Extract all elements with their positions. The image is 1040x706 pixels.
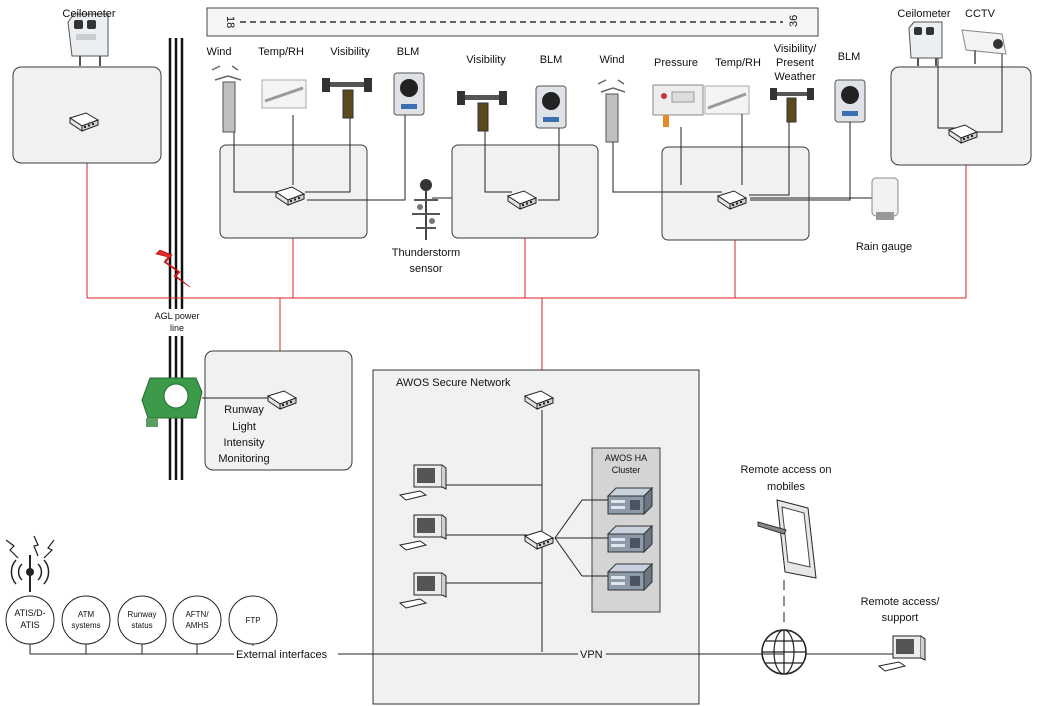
external-interfaces-label: External interfaces — [236, 649, 328, 661]
visibility-2-label: Visibility — [466, 54, 506, 66]
temp-rh-sensor-icon — [704, 85, 750, 115]
agl-power-line-label-1: AGL power — [155, 311, 200, 321]
visibility-1-label: Visibility — [330, 46, 370, 58]
ceilometer-right-label: Ceilometer — [897, 8, 951, 20]
vpn-label: VPN — [580, 649, 603, 661]
visibility-sensor-icon — [457, 91, 507, 132]
rlim-label-4: Monitoring — [218, 453, 269, 465]
blm-3-label: BLM — [838, 51, 861, 63]
sensor-group-2-wires — [484, 128, 560, 201]
runway-status-label-1: Runway — [128, 610, 157, 619]
cluster-label-1: AWOS HA — [605, 453, 647, 463]
server-icon — [607, 525, 653, 553]
cctv-label: CCTV — [965, 8, 996, 20]
remote-support-label-1: Remote access/ — [861, 596, 941, 608]
atm-label-1: ATM — [78, 610, 95, 619]
ceilometer-right-icon — [908, 21, 943, 66]
temp-rh-1-label: Temp/RH — [258, 46, 304, 58]
runway: 18 36 — [206, 7, 819, 37]
atis-antenna-icon — [5, 535, 55, 592]
remote-mobile-label-1: Remote access on — [740, 464, 831, 476]
rlim-label-3: Intensity — [224, 437, 265, 449]
wind-sensor-icon — [211, 65, 242, 133]
awos-secure-network-title: AWOS Secure Network — [396, 377, 511, 389]
wind-1-label: Wind — [206, 46, 231, 58]
present-weather-sensor-icon — [770, 88, 814, 123]
ftp-label: FTP — [245, 616, 260, 625]
rain-gauge-label: Rain gauge — [856, 241, 912, 253]
lightning-icon — [155, 249, 191, 288]
thunderstorm-label-1: Thunderstorm — [392, 247, 460, 259]
rlim-label-1: Runway — [224, 404, 264, 416]
atm-label-2: systems — [71, 621, 100, 630]
atis-label-2: ATIS — [20, 620, 39, 630]
wind-sensor-icon — [597, 79, 626, 143]
rain-gauge-icon — [871, 177, 899, 220]
remote-mobile-label-2: mobiles — [767, 481, 805, 493]
vis-pw-label-3: Weather — [774, 71, 816, 83]
sensor-group-3-wires — [612, 114, 872, 201]
vis-pw-label-1: Visibility/ — [774, 43, 818, 55]
ceilometer-cctv-box — [890, 66, 1032, 166]
blm-sensor-icon — [834, 79, 866, 123]
cluster-label-2: Cluster — [612, 465, 641, 475]
temp-rh-2-label: Temp/RH — [715, 57, 761, 69]
server-icon — [607, 563, 653, 591]
wind-2-label: Wind — [599, 54, 624, 66]
thunderstorm-label-2: sensor — [409, 263, 442, 275]
blm-2-label: BLM — [540, 54, 563, 66]
atm-interface — [61, 595, 111, 645]
rlim-box — [204, 350, 353, 471]
aftn-label-2: AMHS — [185, 621, 208, 630]
runway-status-interface — [117, 595, 167, 645]
rlim-label-2: Light — [232, 421, 256, 433]
pressure-label: Pressure — [654, 57, 698, 69]
runway-number-36: 36 — [788, 15, 800, 27]
remote-support-label-2: support — [882, 612, 919, 624]
mobile-tablet-icon — [757, 499, 817, 579]
thunderstorm-sensor-icon — [412, 179, 440, 240]
agl-power-line-label-2: line — [170, 323, 184, 333]
sensor-group-1-wires — [233, 115, 406, 201]
blm-1-label: BLM — [397, 46, 420, 58]
blm-sensor-icon — [535, 85, 567, 129]
pressure-sensor-icon — [652, 84, 704, 127]
server-icon — [607, 487, 653, 515]
temp-rh-sensor-icon — [261, 79, 307, 109]
ceilometer-left-icon — [67, 13, 109, 66]
runway-status-label-2: status — [131, 621, 152, 630]
visibility-sensor-icon — [322, 78, 372, 119]
network-wires — [446, 410, 608, 652]
globe-icon — [761, 629, 807, 675]
vis-pw-label-2: Present — [776, 57, 814, 69]
ceilometer-cctv-wires — [937, 54, 1003, 133]
ceilometer-left-label: Ceilometer — [62, 8, 116, 20]
blm-sensor-icon — [393, 72, 425, 116]
runway-number-18: 18 — [224, 16, 236, 28]
aftn-interface — [172, 595, 222, 645]
aftn-label-1: AFTN/ — [185, 610, 209, 619]
cctv-camera-icon — [961, 29, 1007, 64]
atis-label-1: ATIS/D- — [14, 608, 45, 618]
current-sensor-icon — [141, 377, 203, 427]
